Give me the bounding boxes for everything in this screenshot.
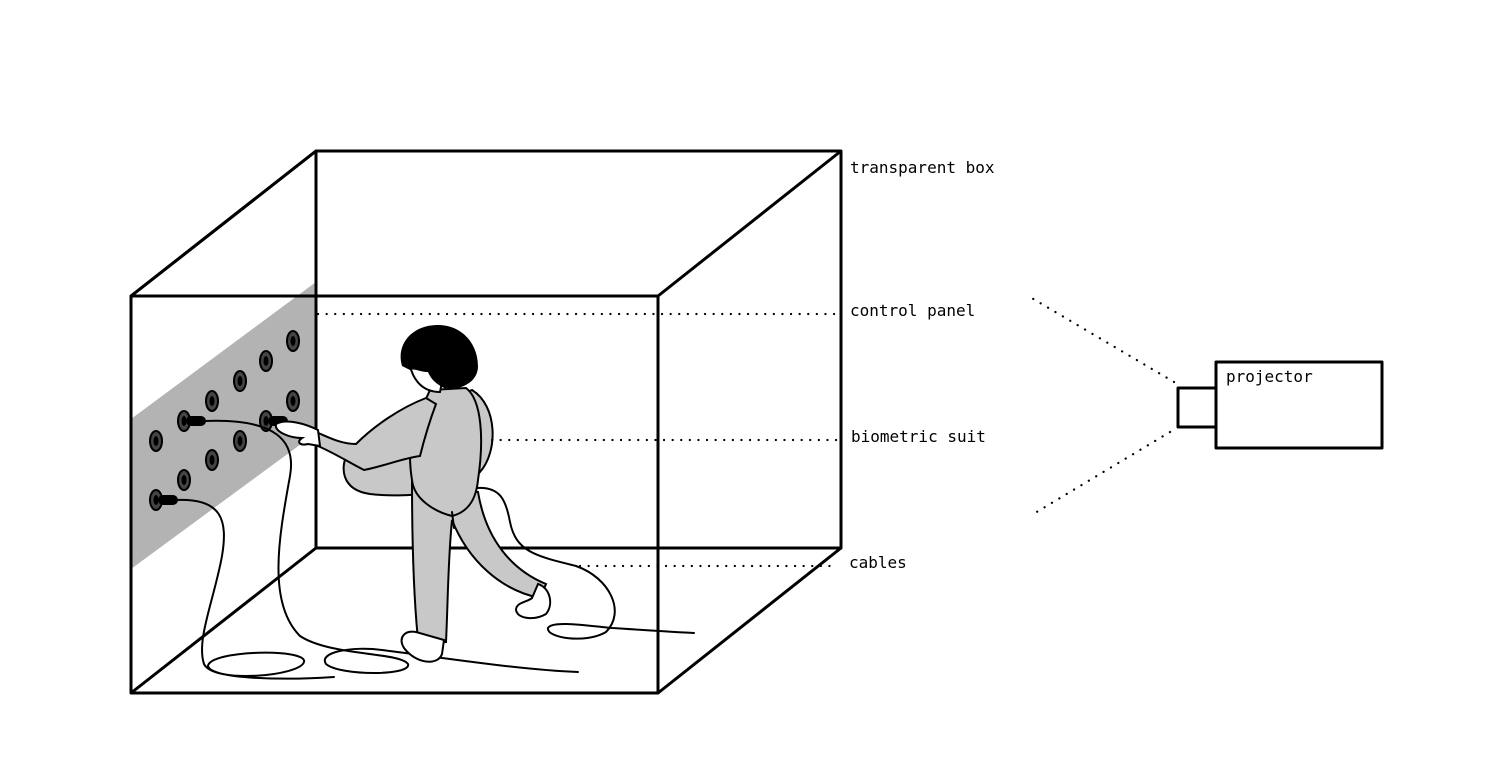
- projector-lens: [1176, 386, 1218, 429]
- suit-seam: [451, 511, 455, 529]
- label-cables: cables: [849, 553, 907, 572]
- suit-arm: [314, 396, 438, 472]
- cable: [475, 486, 695, 640]
- panel-sockets: [149, 330, 300, 511]
- socket: [259, 350, 273, 372]
- cable: [175, 498, 335, 680]
- socket: [205, 449, 219, 471]
- hand: [274, 420, 322, 448]
- cable: [203, 419, 579, 674]
- socket: [233, 370, 247, 392]
- label-projector: projector: [1226, 367, 1313, 386]
- foot-back: [514, 582, 552, 620]
- foot-front: [400, 630, 446, 663]
- label-transparent-box: transparent box: [850, 158, 995, 177]
- transparent-box-front: [129, 149, 842, 695]
- socket: [259, 410, 273, 432]
- projection-beam-upper: [1028, 295, 1176, 384]
- person-in-suit: [274, 324, 552, 663]
- socket: [286, 330, 300, 352]
- socket: [177, 469, 191, 491]
- label-control-panel: control panel: [850, 301, 975, 320]
- plug: [186, 416, 206, 426]
- cables: [175, 419, 695, 680]
- socket: [233, 430, 247, 452]
- label-biometric-suit: biometric suit: [851, 427, 986, 446]
- projection-beam-lower: [1028, 430, 1172, 518]
- plug: [158, 495, 178, 505]
- socket: [286, 390, 300, 412]
- socket: [149, 430, 163, 452]
- projector: projector: [1028, 295, 1384, 518]
- socket: [205, 390, 219, 412]
- hair: [400, 324, 478, 390]
